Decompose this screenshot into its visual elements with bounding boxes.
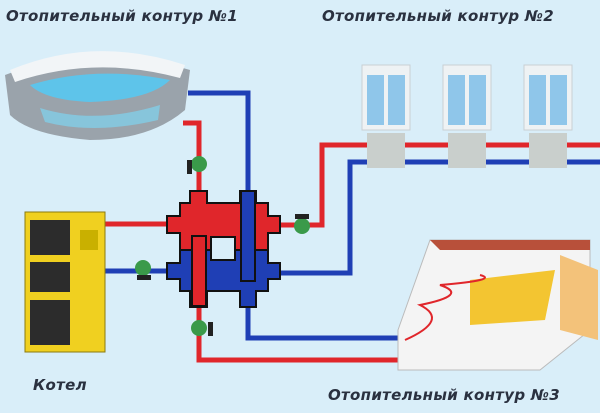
- windows: [361, 64, 573, 168]
- bathtub-icon: [5, 51, 190, 140]
- radiator-icon: [448, 133, 486, 168]
- window-icon: [523, 64, 573, 131]
- window-icon: [442, 64, 492, 131]
- pipe-circuit3-supply: [196, 305, 398, 363]
- boiler-label: Котел: [33, 376, 87, 394]
- circuit3-label: Отопительный контур №3: [328, 386, 560, 404]
- pumps: [135, 156, 310, 336]
- window-icon: [361, 64, 411, 131]
- pump-icon: [135, 260, 151, 280]
- circuit1-label: Отопительный контур №1: [6, 7, 238, 25]
- pipe-circuit1-return: [188, 90, 251, 190]
- pump-icon: [294, 214, 310, 234]
- hydraulic-manifold-icon: [166, 190, 281, 308]
- underfloor-heating-icon: [397, 239, 598, 371]
- circuit2-label: Отопительный контур №2: [322, 7, 554, 25]
- radiator-icon: [529, 133, 567, 168]
- radiator-icon: [367, 133, 405, 168]
- boiler-icon: [24, 211, 106, 353]
- pump-icon: [187, 156, 207, 174]
- pipe-circuit3-return: [245, 305, 398, 341]
- pump-icon: [191, 320, 213, 336]
